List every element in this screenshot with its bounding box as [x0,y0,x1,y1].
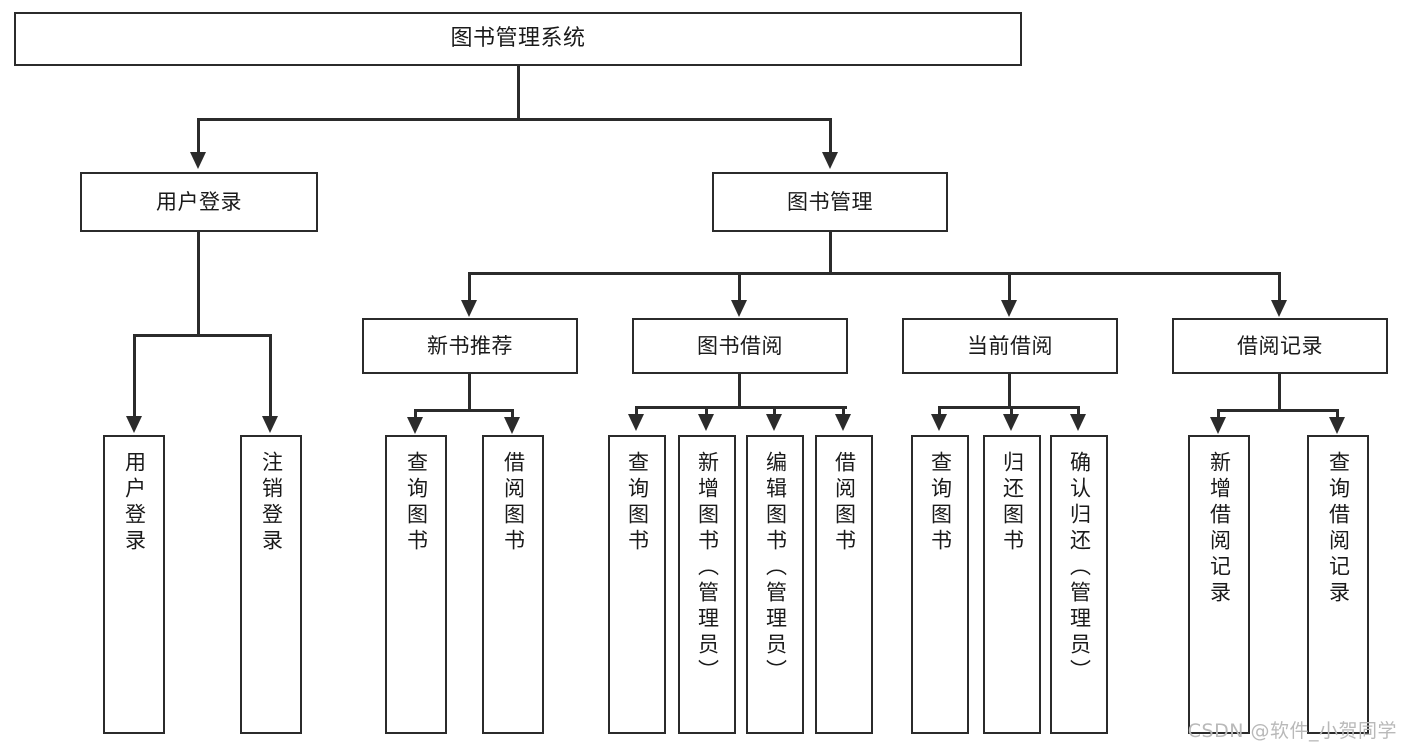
connector-cb-to-leaf-3 [1077,406,1080,416]
node-new-book-recommend[interactable]: 新书推荐 [362,318,578,374]
connector-root-stem [517,66,520,118]
leaf-return-book[interactable]: 归还图书 [983,435,1041,734]
leaf-query-borrow-record[interactable]: 查询借阅记录 [1307,435,1369,734]
connector-user-login-to-leaf-1 [133,334,136,418]
node-label: 新书推荐 [427,333,513,358]
leaf-logout[interactable]: 注销登录 [240,435,302,734]
node-label: 归还图书 [1000,451,1025,555]
connector-nbr-to-leaf-2 [511,409,514,419]
connector-nbr-bus [414,409,514,412]
node-label: 图书管理 [787,189,873,214]
arrow-root-to-book-management [822,152,838,169]
arrow-nbr-to-leaf-2 [504,417,520,434]
leaf-query-book-current[interactable]: 查询图书 [911,435,969,734]
node-root-book-management-system[interactable]: 图书管理系统 [14,12,1022,66]
arrow-cb-to-leaf-3 [1070,414,1086,431]
node-label: 用户登录 [122,451,147,555]
connector-bb-to-leaf-3 [773,406,776,416]
node-label: 注销登录 [259,451,284,555]
node-user-login[interactable]: 用户登录 [80,172,318,232]
connector-br-bus [1217,409,1339,412]
connector-root-to-book-management [829,118,832,155]
connector-bm-to-new-book [468,272,471,302]
node-label: 借阅图书 [832,451,857,555]
arrow-user-login-to-leaf-2 [262,416,278,433]
leaf-add-borrow-record[interactable]: 新增借阅记录 [1188,435,1250,734]
connector-bb-to-leaf-2 [705,406,708,416]
arrow-user-login-to-leaf-1 [126,416,142,433]
arrow-br-to-leaf-1 [1210,417,1226,434]
arrow-br-to-leaf-2 [1329,417,1345,434]
arrow-bb-to-leaf-4 [835,414,851,431]
connector-bm-to-current [1008,272,1011,302]
connector-bb-to-leaf-1 [635,406,638,416]
connector-br-stem [1278,374,1281,411]
connector-book-management-bus [468,272,1280,275]
arrow-bm-to-borrow [731,300,747,317]
leaf-borrow-book[interactable]: 借阅图书 [815,435,873,734]
arrow-bm-to-current [1001,300,1017,317]
arrow-cb-to-leaf-2 [1003,414,1019,431]
arrow-root-to-user-login [190,152,206,169]
leaf-edit-book-admin[interactable]: 编辑图书（管理员） [746,435,804,734]
arrow-bm-to-records [1271,300,1287,317]
connector-cb-to-leaf-1 [938,406,941,416]
connector-bb-stem [738,374,741,408]
connector-bm-to-records [1278,272,1281,302]
leaf-add-book-admin[interactable]: 新增图书（管理员） [678,435,736,734]
node-label: 用户登录 [156,189,242,214]
leaf-user-login[interactable]: 用户登录 [103,435,165,734]
connector-bm-to-borrow [738,272,741,302]
node-label: 图书借阅 [697,333,783,358]
connector-user-login-stem [197,232,200,335]
arrow-bb-to-leaf-1 [628,414,644,431]
connector-user-login-bus [133,334,272,337]
node-label: 查询图书 [404,451,429,555]
node-label: 图书管理系统 [450,26,586,52]
connector-bb-to-leaf-4 [842,406,845,416]
connector-bb-bus [635,406,847,409]
connector-br-to-leaf-2 [1336,409,1339,419]
leaf-query-book-borrow[interactable]: 查询图书 [608,435,666,734]
connector-br-to-leaf-1 [1217,409,1220,419]
leaf-borrow-book-recommend[interactable]: 借阅图书 [482,435,544,734]
node-label: 新增图书（管理员） [695,451,720,685]
connector-cb-bus [938,406,1080,409]
connector-cb-to-leaf-2 [1010,406,1013,416]
node-label: 新增借阅记录 [1207,451,1232,607]
node-label: 借阅记录 [1237,333,1323,358]
arrow-bb-to-leaf-3 [766,414,782,431]
arrow-bm-to-new-book [461,300,477,317]
connector-book-management-stem [829,232,832,273]
leaf-query-book-recommend[interactable]: 查询图书 [385,435,447,734]
node-book-management[interactable]: 图书管理 [712,172,948,232]
node-label: 借阅图书 [501,451,526,555]
arrow-bb-to-leaf-2 [698,414,714,431]
connector-nbr-stem [468,374,471,411]
leaf-confirm-return-admin[interactable]: 确认归还（管理员） [1050,435,1108,734]
connector-cb-stem [1008,374,1011,408]
arrow-nbr-to-leaf-1 [407,417,423,434]
connector-nbr-to-leaf-1 [414,409,417,419]
node-label: 编辑图书（管理员） [763,451,788,685]
csdn-watermark: CSDN @软件_小贺同学 [1187,720,1397,742]
node-current-borrow[interactable]: 当前借阅 [902,318,1118,374]
node-borrow-records[interactable]: 借阅记录 [1172,318,1388,374]
node-label: 查询图书 [928,451,953,555]
node-label: 当前借阅 [967,333,1053,358]
arrow-cb-to-leaf-1 [931,414,947,431]
node-label: 查询借阅记录 [1326,451,1351,607]
node-label: 查询图书 [625,451,650,555]
connector-root-to-user-login [197,118,200,155]
connector-root-bus [197,118,830,121]
connector-user-login-to-leaf-2 [269,334,272,418]
node-label: 确认归还（管理员） [1067,451,1092,685]
node-book-borrow[interactable]: 图书借阅 [632,318,848,374]
